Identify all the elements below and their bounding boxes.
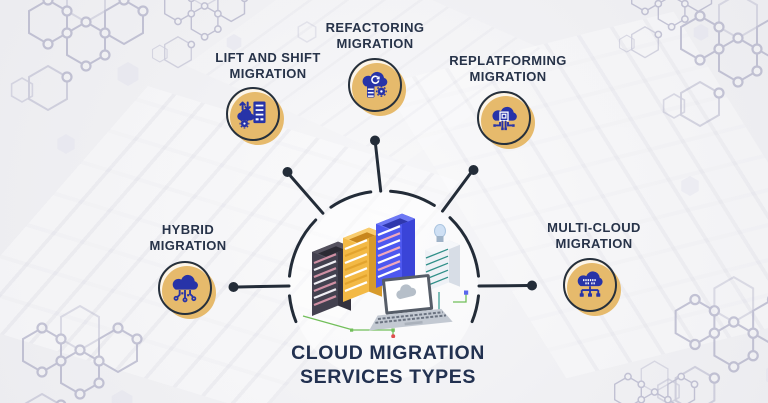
laptop-cloud-icon — [396, 284, 417, 300]
radial-spokes — [236, 143, 530, 289]
cloud-network-nodes-icon — [577, 271, 603, 297]
cloud-chip-icon — [492, 106, 517, 130]
server-tower-yellow — [343, 227, 382, 302]
cloud-circuit-icon — [172, 274, 198, 303]
node-replatforming: REPLATFORMING MIGRATION — [430, 53, 586, 149]
server-migration-illustration — [302, 213, 469, 338]
cloud-database-gear-icon — [362, 71, 388, 98]
node-label: REFACTORING MIGRATION — [325, 20, 425, 51]
node-refactoring: REFACTORING MIGRATION — [297, 20, 453, 116]
badge-face — [563, 257, 617, 312]
cloud-upload-servers-icon — [237, 101, 266, 129]
spoke-end-dots — [228, 135, 537, 292]
lift-and-shift-badge — [226, 86, 284, 145]
server-tower-dark — [312, 241, 351, 316]
center-circle-arcs — [288, 189, 480, 324]
badge-face — [477, 90, 531, 145]
multi-cloud-badge — [563, 257, 621, 316]
badge-face — [226, 86, 280, 141]
node-label: MULTI-CLOUD MIGRATION — [547, 220, 641, 251]
badge-face — [158, 260, 212, 315]
server-tower-blue — [376, 213, 415, 288]
page-title: CLOUD MIGRATION SERVICES TYPES — [291, 342, 485, 388]
replatforming-badge — [477, 90, 535, 149]
node-multi-cloud: MULTI-CLOUD MIGRATION — [514, 220, 674, 316]
hybrid-badge — [158, 260, 216, 319]
badge-face — [348, 57, 402, 112]
laptop — [369, 274, 453, 331]
refactoring-badge — [348, 57, 406, 116]
node-label: HYBRID MIGRATION — [149, 222, 227, 253]
illustration-network-nodes — [350, 290, 469, 338]
node-label: REPLATFORMING MIGRATION — [449, 53, 567, 84]
illustration-network-lines — [302, 292, 467, 336]
server-stack-light — [425, 224, 460, 292]
node-hybrid: HYBRID MIGRATION — [138, 222, 238, 319]
